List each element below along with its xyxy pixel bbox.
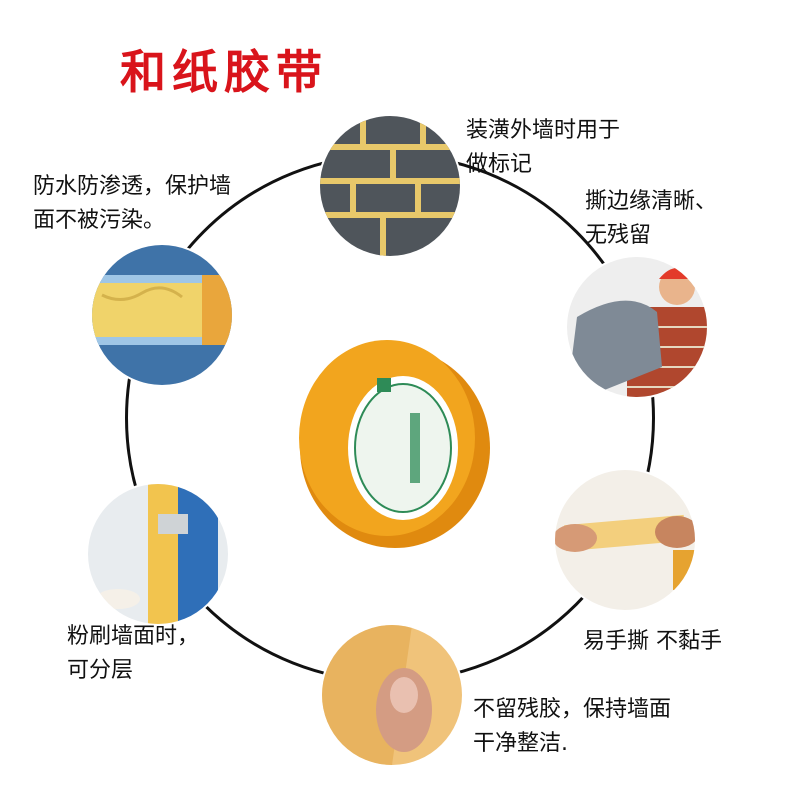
waterproof-photo (92, 245, 232, 385)
caption-waterproof: 防水防渗透，保护墙 面不被污染。 (33, 170, 231, 238)
page-title: 和纸胶带 (120, 45, 328, 99)
caption-line: 粉刷墙面时， (67, 624, 200, 649)
caption-paint-layers: 粉刷墙面时， 可分层 (67, 620, 199, 688)
caption-line: 可分层 (67, 658, 134, 683)
caption-line: 撕边缘清晰、 (585, 189, 718, 214)
hands-tearing-photo (555, 470, 695, 610)
caption-line: 面不被污染。 (33, 208, 166, 233)
brick-wall-photo (320, 116, 460, 256)
caption-line: 防水防渗透，保护墙 (33, 174, 232, 199)
caption-line: 不留残胶，保持墙面 (473, 697, 672, 722)
finger-tape-photo (322, 625, 462, 765)
caption-line: 装潢外墙时用于 (466, 118, 621, 143)
caption-line: 无残留 (585, 223, 652, 248)
caption-wall-marking: 装潢外墙时用于 做标记 (466, 114, 620, 182)
tape-roll-image (299, 340, 490, 548)
caption-no-residue: 不留残胶，保持墙面 干净整洁. (473, 693, 671, 761)
caption-line: 干净整洁. (473, 731, 568, 756)
caption-line: 做标记 (466, 152, 533, 177)
caption-line: 易手撕 不黏手 (583, 629, 722, 654)
worker-photo (567, 257, 707, 397)
caption-clean-edges: 撕边缘清晰、 无残留 (585, 185, 717, 253)
caption-easy-tear: 易手撕 不黏手 (583, 625, 722, 659)
painting-layers-photo (88, 484, 228, 624)
